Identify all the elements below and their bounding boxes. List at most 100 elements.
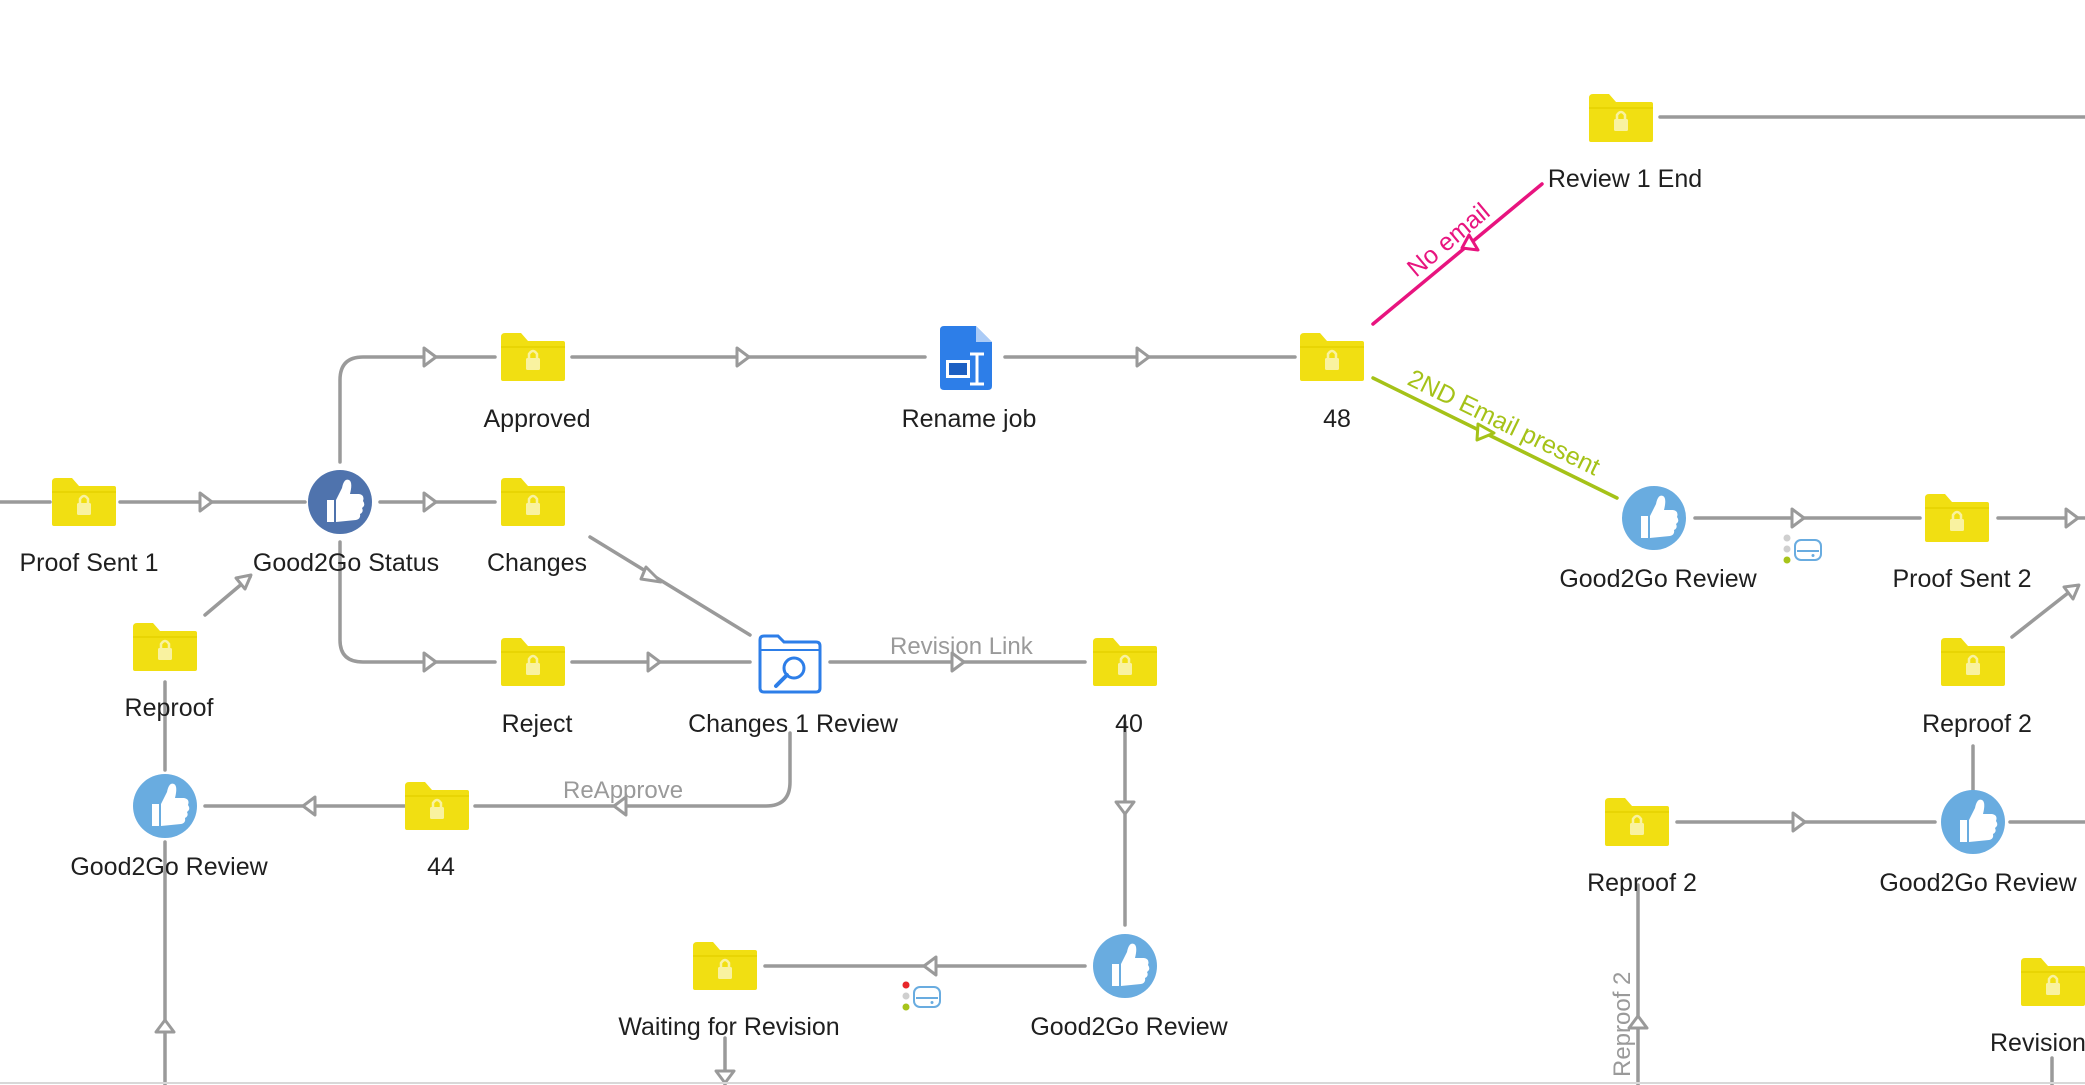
- conn-changes-changes-review: [588, 535, 752, 637]
- node-label: Proof Sent 2: [1893, 565, 2032, 593]
- arrow-head: [1790, 507, 1806, 529]
- label-reapprove: ReApprove: [563, 777, 683, 804]
- arrow-head: [1475, 422, 1496, 442]
- node-approved[interactable]: Approved: [483, 331, 591, 433]
- folder-lock-icon: [403, 780, 471, 832]
- arrow-head: [2062, 583, 2081, 601]
- arrow-head: [422, 651, 438, 673]
- folder-lock-icon: [1923, 492, 1991, 544]
- node-good2go-review-left[interactable]: Good2Go Review: [70, 774, 269, 881]
- arrow-head: [639, 565, 663, 584]
- arrow-head: [646, 651, 662, 673]
- arrow-head: [714, 1069, 736, 1085]
- node-label: Reproof: [125, 694, 214, 722]
- label-reproof-2-vertical: Reproof 2: [1609, 972, 1636, 1077]
- rename-document-icon: [940, 326, 992, 390]
- thumbs-up-icon: [308, 470, 372, 534]
- arrow-head: [422, 346, 438, 368]
- node-label: 44: [427, 853, 455, 881]
- node-label: Proof Sent 1: [20, 549, 159, 577]
- conn-no-email: [1371, 182, 1544, 326]
- arrow-head: [198, 491, 214, 513]
- arrow-head: [1791, 811, 1807, 833]
- conn-status-approved: [338, 355, 497, 464]
- status-dot-red: [902, 981, 910, 989]
- node-label: Good2Go Review: [70, 853, 268, 881]
- node-label: Good2Go Review: [1559, 565, 1757, 593]
- node-40[interactable]: 40: [1091, 636, 1159, 738]
- arrow-head: [612, 795, 628, 817]
- folder-lock-icon: [1603, 796, 1671, 848]
- node-reproof[interactable]: Reproof: [125, 621, 214, 722]
- arrow-head: [422, 491, 438, 513]
- folder-lock-icon: [1091, 636, 1159, 688]
- node-proof-sent-2[interactable]: Proof Sent 2: [1893, 492, 2032, 593]
- arrow-head: [1135, 346, 1151, 368]
- thumbs-up-icon: [1622, 486, 1686, 550]
- conn-reproof-2-up: [2010, 591, 2070, 639]
- node-label: Rename job: [902, 405, 1037, 433]
- node-label: 48: [1323, 405, 1351, 433]
- node-reject[interactable]: Reject: [499, 636, 573, 738]
- node-changes[interactable]: Changes: [487, 476, 587, 577]
- node-good2go-review-right[interactable]: Good2Go Review: [1559, 486, 1822, 593]
- arrow-head: [1460, 233, 1480, 252]
- node-reproof-2-a[interactable]: Reproof 2: [1922, 636, 2032, 738]
- node-label: Good2Go Review: [1879, 869, 2077, 897]
- folder-lock-icon: [691, 940, 759, 992]
- node-good2go-status[interactable]: Good2Go Status: [253, 470, 439, 577]
- thumbs-up-icon: [133, 774, 197, 838]
- thumbs-up-icon: [1941, 790, 2005, 854]
- node-revision-right[interactable]: Revision: [1990, 956, 2085, 1057]
- folder-lock-icon: [1587, 92, 1655, 144]
- label-no-email: No email: [1402, 198, 1496, 283]
- node-label: Revision: [1990, 1029, 2085, 1057]
- conn-status-reject: [338, 540, 497, 664]
- node-label: Waiting for Revision: [618, 1013, 839, 1041]
- node-label: Reproof 2: [1922, 710, 2032, 738]
- node-rename-job[interactable]: Rename job: [902, 326, 1037, 433]
- folder-lock-icon: [499, 331, 567, 383]
- arrow-head: [301, 795, 317, 817]
- node-review-1-end[interactable]: Review 1 End: [1548, 92, 1702, 193]
- label-revision-link: Revision Link: [890, 633, 1034, 660]
- node-label: Reject: [502, 710, 573, 738]
- arrow-head: [154, 1018, 176, 1034]
- node-good2go-review-bottom[interactable]: Good2Go Review: [901, 934, 1229, 1041]
- folder-search-icon: [758, 634, 822, 694]
- node-changes-1-review[interactable]: Changes 1 Review: [688, 634, 899, 738]
- folder-lock-icon: [131, 621, 199, 673]
- node-label: Changes: [487, 549, 587, 577]
- conn-reapprove: [473, 731, 792, 808]
- node-good2go-review-far-right[interactable]: Good2Go Review: [1879, 790, 2078, 897]
- server-status-icon: [1782, 533, 1822, 565]
- node-proof-sent-1[interactable]: Proof Sent 1: [20, 476, 159, 577]
- node-label: Approved: [483, 405, 590, 433]
- arrow-head: [922, 955, 938, 977]
- connections: [0, 115, 2085, 1085]
- node-label: Good2Go Status: [253, 549, 439, 577]
- node-label: Review 1 End: [1548, 165, 1702, 193]
- folder-lock-icon: [499, 476, 567, 528]
- node-label: Good2Go Review: [1030, 1013, 1228, 1041]
- node-reproof-2-b[interactable]: Reproof 2: [1587, 796, 1697, 897]
- node-48[interactable]: 48: [1298, 331, 1366, 433]
- arrow-head: [735, 346, 751, 368]
- folder-lock-icon: [499, 636, 567, 688]
- node-44[interactable]: 44: [403, 780, 471, 881]
- folder-lock-icon: [1298, 331, 1366, 383]
- arrow-head: [2064, 507, 2080, 529]
- arrow-head: [950, 651, 966, 673]
- node-waiting-for-revision[interactable]: Waiting for Revision: [618, 940, 840, 1041]
- node-label: Reproof 2: [1587, 869, 1697, 897]
- conn-2nd-email: [1371, 376, 1619, 500]
- arrow-head: [1627, 1014, 1649, 1030]
- folder-lock-icon: [1939, 636, 2007, 688]
- connection-labels: No email 2ND Email present Revision Link…: [563, 198, 1636, 1077]
- thumbs-up-icon: [1093, 934, 1157, 998]
- folder-lock-icon: [50, 476, 118, 528]
- label-2nd-email-present: 2ND Email present: [1403, 364, 1604, 481]
- node-label: 40: [1115, 710, 1143, 738]
- arrow-head: [1114, 800, 1136, 816]
